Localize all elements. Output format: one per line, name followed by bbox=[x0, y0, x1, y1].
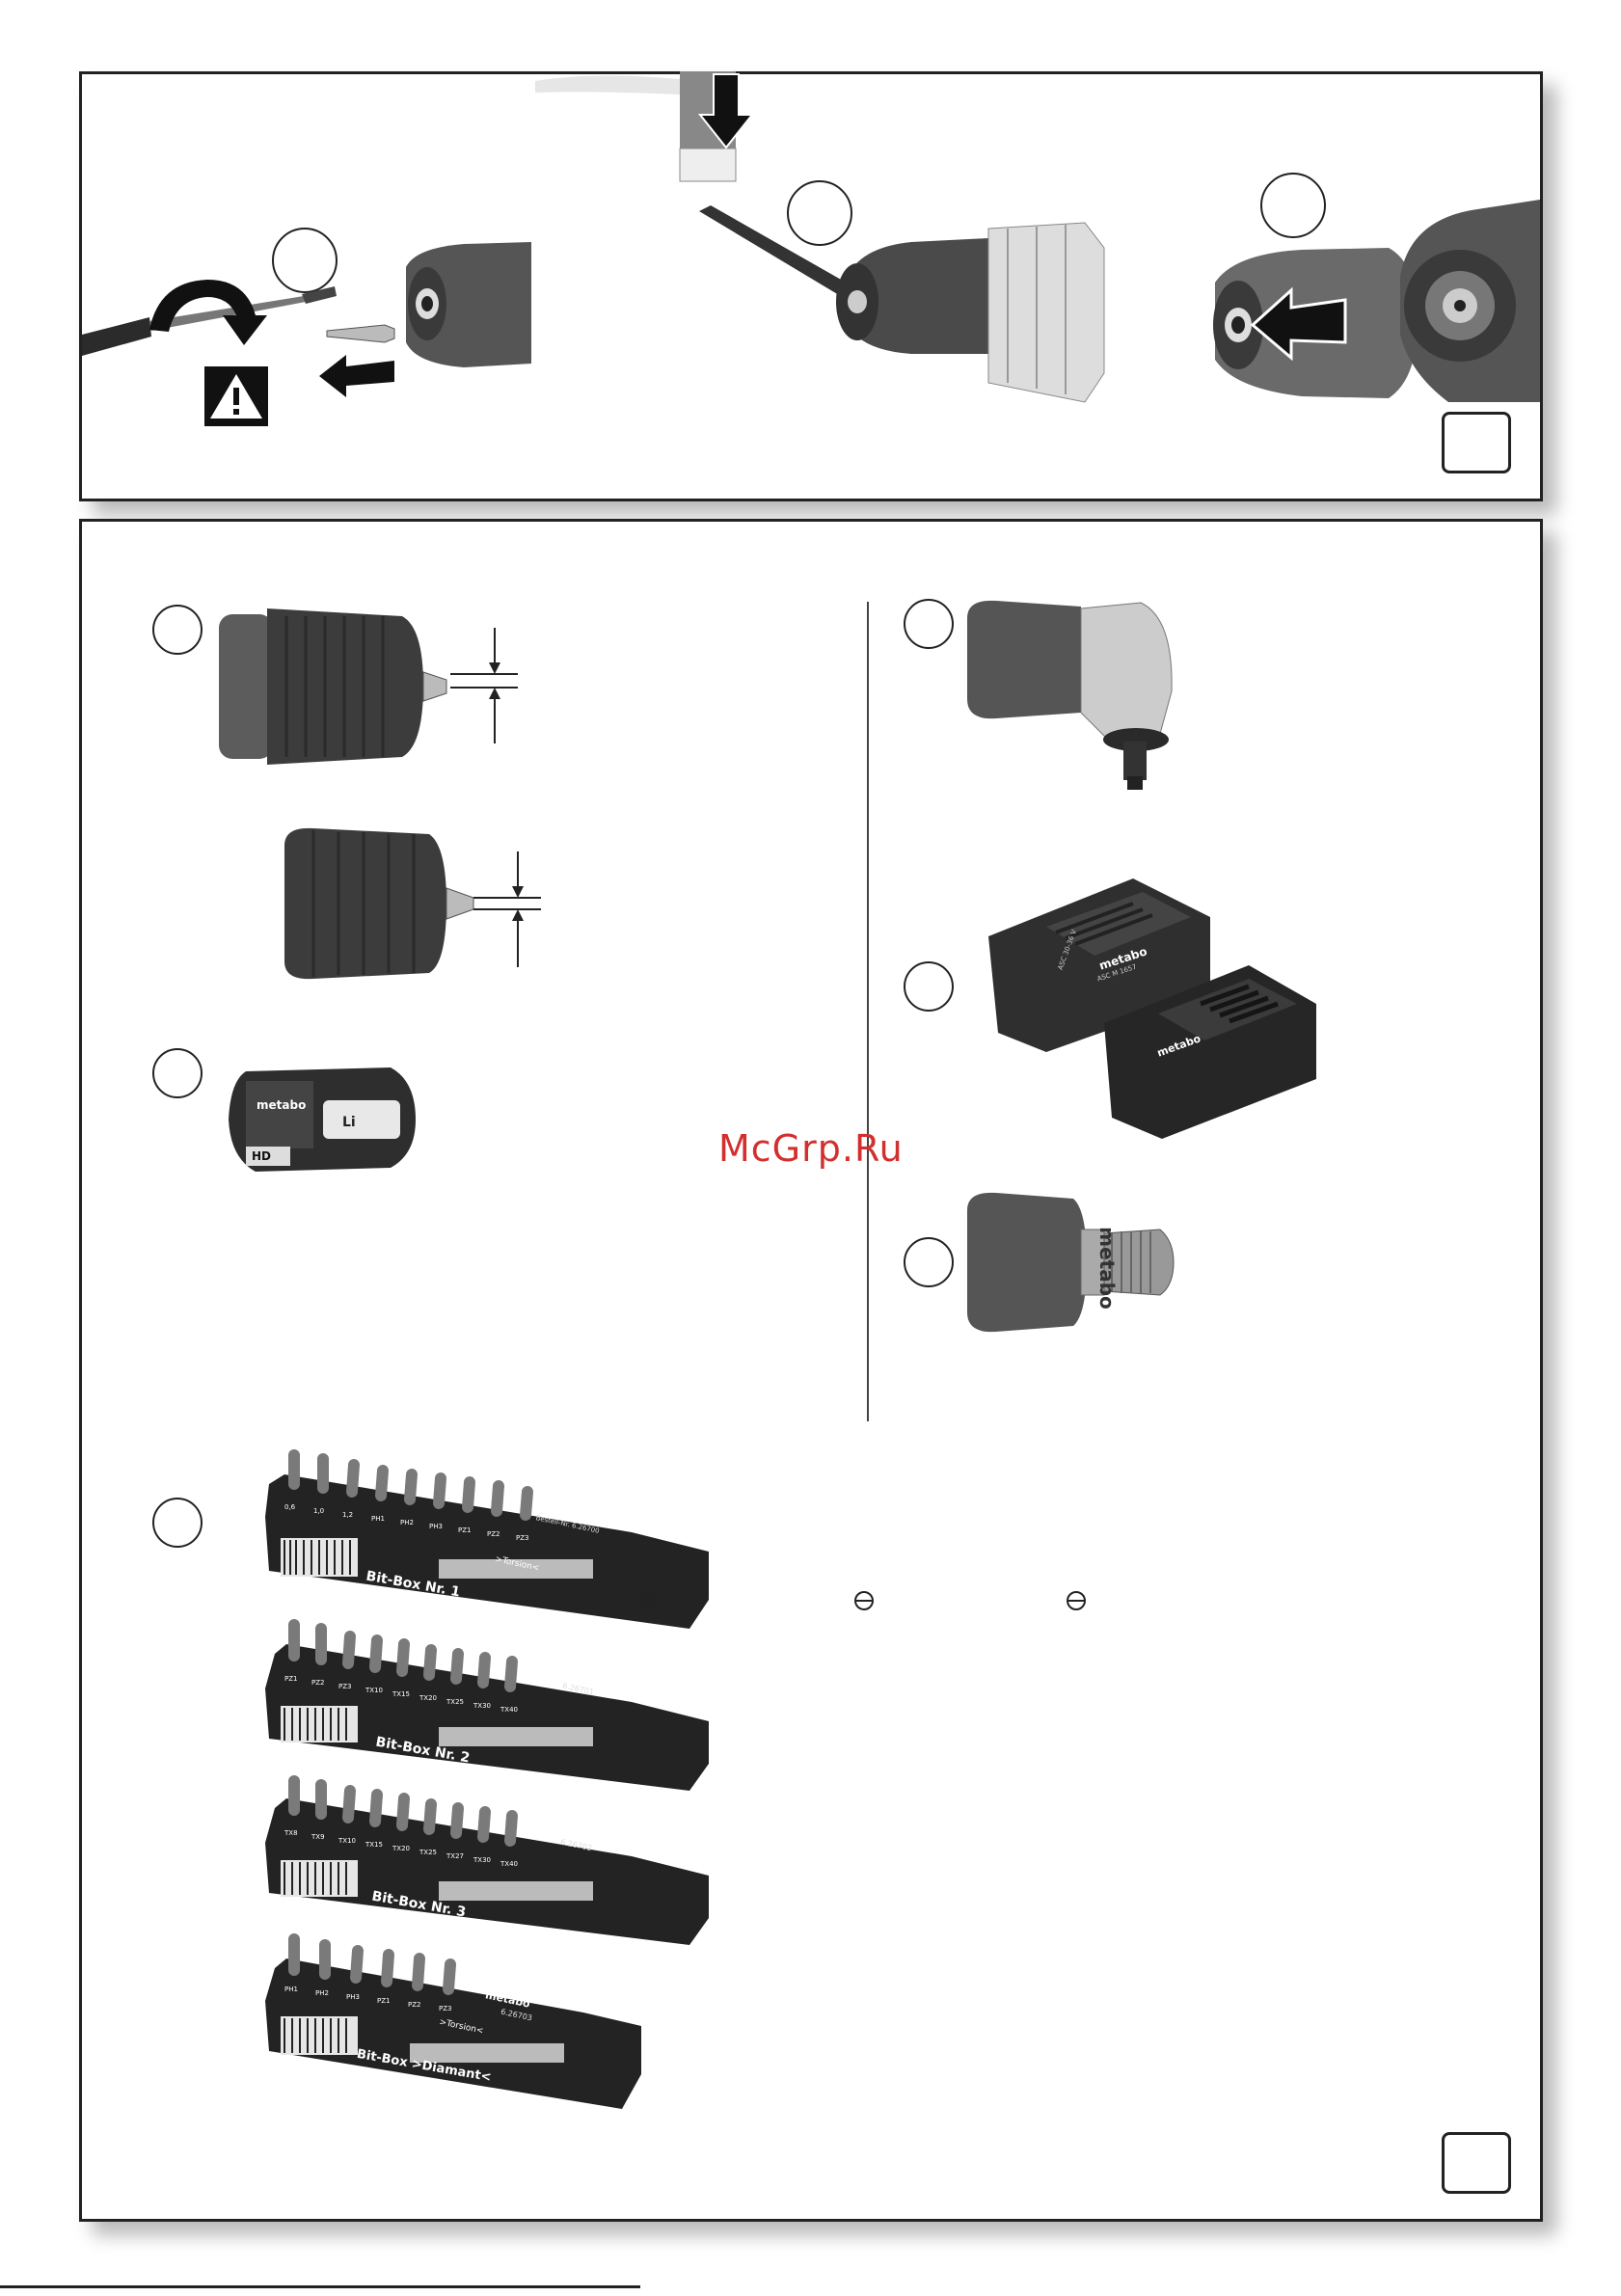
bit-size-label: TX30 bbox=[473, 1856, 491, 1864]
bit-size-label: PH1 bbox=[371, 1515, 385, 1523]
bit-size-label: TX8 bbox=[284, 1829, 298, 1837]
bit-size-label: TX15 bbox=[365, 1841, 383, 1849]
down-arrow-icon bbox=[697, 73, 755, 149]
slot-symbol-icon-2 bbox=[854, 1591, 874, 1610]
bit-size-label: PH1 bbox=[284, 1985, 298, 1993]
push-arrow-left-icon-2 bbox=[1250, 286, 1347, 362]
bit-size-label: TX40 bbox=[500, 1706, 518, 1714]
main-figure-frame: metabo HD Li metabo ASC 30-36 V ASC M 16… bbox=[79, 519, 1543, 2222]
bit-size-label: PZ3 bbox=[338, 1683, 352, 1690]
step-circle-1 bbox=[272, 228, 338, 293]
bit-size-label: PZ1 bbox=[284, 1675, 298, 1683]
bit-size-label: TX27 bbox=[446, 1852, 464, 1860]
bit-box-1-illustration bbox=[265, 1449, 709, 1629]
item-circle-charger bbox=[904, 961, 954, 1012]
hammer-illustration bbox=[535, 71, 737, 182]
warning-icon bbox=[204, 366, 268, 426]
bit-size-label: PZ1 bbox=[458, 1526, 472, 1534]
item-circle-bitbox bbox=[152, 1498, 203, 1548]
bit-size-label: PZ2 bbox=[311, 1679, 325, 1687]
slot-symbol-icon-1 bbox=[638, 1591, 658, 1610]
bit-size-label: TX40 bbox=[500, 1860, 518, 1868]
bit-size-label: TX20 bbox=[392, 1845, 410, 1852]
column-divider bbox=[867, 602, 869, 1421]
battery-brand-label: metabo bbox=[257, 1098, 307, 1112]
quick-chuck-adapter-illustration bbox=[967, 1192, 1175, 1333]
bit-box-3-illustration bbox=[265, 1775, 709, 1945]
step-circle-2 bbox=[787, 180, 852, 246]
item-circle-chuck bbox=[152, 605, 203, 655]
charger-front-illustration bbox=[1104, 965, 1316, 1139]
bit-box-diamant-illustration bbox=[265, 1933, 641, 2109]
bit-size-label: 1,2 bbox=[342, 1511, 354, 1519]
keyless-chuck-large-illustration bbox=[219, 608, 447, 765]
bit-size-label: TX10 bbox=[338, 1837, 356, 1845]
drill-motor-illustration bbox=[1400, 200, 1540, 402]
bit-box-2-illustration bbox=[265, 1619, 709, 1791]
battery-badge-label: HD bbox=[252, 1149, 272, 1163]
screw-icon bbox=[326, 324, 395, 343]
item-circle-angle-adapter bbox=[904, 599, 954, 649]
bit-size-label: TX25 bbox=[419, 1849, 437, 1856]
bit-size-label: PH3 bbox=[346, 1993, 360, 2001]
bit-size-label: PH3 bbox=[429, 1523, 443, 1530]
bit-size-label: TX10 bbox=[365, 1687, 383, 1694]
item-circle-battery bbox=[152, 1048, 203, 1098]
keyless-chuck-small-illustration bbox=[284, 827, 474, 980]
bit-size-label: TX15 bbox=[392, 1690, 410, 1698]
battery-capacity-label: Li bbox=[342, 1115, 356, 1130]
dimension-arrows-chuck-small bbox=[473, 851, 541, 967]
watermark-text: McGrp.Ru bbox=[718, 1127, 904, 1170]
top-figure-frame bbox=[79, 71, 1543, 501]
angle-adapter-illustration bbox=[967, 600, 1173, 790]
item-circle-quick-chuck bbox=[904, 1237, 954, 1287]
chuck-step1-illustration bbox=[406, 242, 531, 367]
bit-size-label: 1,0 bbox=[313, 1507, 325, 1515]
page-number-box-top bbox=[1442, 412, 1511, 473]
bit-size-label: 0,6 bbox=[284, 1503, 296, 1511]
bit-size-label: PH2 bbox=[400, 1519, 414, 1526]
bit-size-label: TX20 bbox=[419, 1694, 437, 1702]
bit-size-label: TX25 bbox=[446, 1698, 464, 1706]
bit-size-label: PZ1 bbox=[377, 1997, 391, 2005]
bit-size-label: PZ2 bbox=[487, 1530, 500, 1538]
screwdriver-illustration bbox=[82, 286, 337, 356]
rotate-arrow-icon bbox=[149, 280, 267, 345]
bit-size-label: TX9 bbox=[311, 1833, 325, 1841]
drill-step2-illustration bbox=[836, 222, 1105, 403]
bottom-rule bbox=[0, 2285, 640, 2288]
quick-chuck-brand: metabo bbox=[1094, 1227, 1119, 1310]
step-circle-3 bbox=[1260, 173, 1326, 238]
page-number-box-bottom bbox=[1442, 2132, 1511, 2194]
battery-pack-illustration bbox=[229, 1067, 416, 1172]
slot-symbol-icon-3 bbox=[1067, 1591, 1086, 1610]
bit-size-label: PZ3 bbox=[439, 2005, 452, 2012]
hex-key-illustration bbox=[699, 205, 863, 304]
bit-size-label: PH2 bbox=[315, 1989, 329, 1997]
bit-size-label: PZ3 bbox=[516, 1534, 529, 1542]
bit-size-label: PZ2 bbox=[408, 2001, 421, 2009]
bit-size-label: TX30 bbox=[473, 1702, 491, 1710]
push-arrow-left-icon bbox=[319, 355, 394, 397]
dimension-arrows-chuck-large bbox=[450, 628, 518, 743]
